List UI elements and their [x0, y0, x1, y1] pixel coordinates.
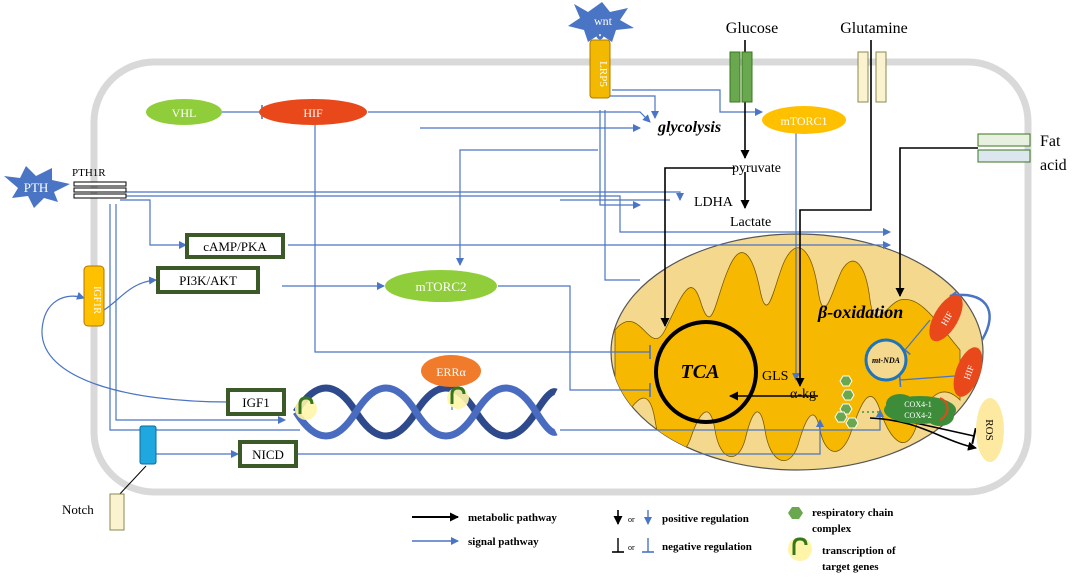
- legend-positive-label: positive regulation: [662, 513, 749, 525]
- mtorc1-label: mTORC1: [780, 114, 827, 128]
- legend-respiratory-label-2: complex: [812, 523, 852, 535]
- pyruvate-label: pyruvate: [732, 161, 781, 176]
- hif-label: HIF: [303, 106, 323, 120]
- respiratory-chain-complexes: [834, 375, 859, 429]
- fat-acid-label-line2: acid: [1040, 157, 1067, 174]
- pth1r-receptor: [73, 181, 127, 199]
- transcription-mark-igf1: [295, 398, 317, 420]
- igf1-box: [226, 388, 286, 416]
- metabolic-pathways: [660, 40, 978, 451]
- pth-ligand: PTH: [4, 166, 70, 208]
- legend: metabolic pathway signal pathway or posi…: [412, 507, 896, 573]
- erra-label: ERRα: [436, 365, 466, 379]
- notch-receptor-extracellular: [109, 493, 125, 531]
- legend-respiratory-label-1: respiratory chain: [812, 507, 893, 519]
- lactate-label: Lactate: [730, 215, 771, 230]
- hif-mito-node-2: [953, 347, 983, 397]
- gls-label: GLS: [762, 369, 788, 384]
- glutamine-label: Glutamine: [840, 20, 908, 37]
- pth-label: PTH: [24, 180, 49, 195]
- pi3k-akt-box: [156, 266, 260, 294]
- wnt-ligand: wnt: [568, 2, 634, 42]
- cox4-1-label: COX4-1: [904, 400, 932, 409]
- legend-respiratory-icon: [788, 507, 803, 519]
- erra-node: [421, 355, 481, 387]
- glucose-transporter-right: [741, 51, 753, 103]
- glutamine-transporter-right: [875, 51, 887, 103]
- hif-mito-label-2: HIF: [962, 364, 976, 381]
- legend-signal-label: signal pathway: [468, 536, 539, 548]
- nicd-box: [238, 440, 298, 468]
- lrp5-label: LRP5: [597, 61, 609, 87]
- mtorc2-node: [385, 270, 497, 302]
- glucose-label: Glucose: [726, 20, 778, 37]
- mt-dna-ring: [864, 338, 908, 382]
- notch-receptor-intracellular: [139, 425, 157, 465]
- pi3k-akt-label: PI3K/AKT: [179, 273, 237, 288]
- ldha-label: LDHA: [694, 195, 734, 210]
- signal-pathways: [41, 89, 991, 458]
- legend-transcription-label-1: transcription of: [822, 545, 896, 557]
- fat-acid-transporter-top: [977, 133, 1031, 147]
- akg-label: α-kg: [790, 387, 816, 402]
- ros-node: [976, 398, 1004, 462]
- cox4-2-label: COX4-2: [904, 411, 932, 420]
- mt-nda-label: mt-NDA: [872, 356, 901, 365]
- vhl-node: [146, 99, 222, 125]
- legend-or-1: or: [628, 515, 635, 524]
- igf1r-label: IGF1R: [91, 286, 102, 314]
- legend-or-2: or: [628, 543, 635, 552]
- legend-transcription-icon: [788, 537, 812, 561]
- igf1r-receptor: [83, 265, 105, 327]
- ros-label: ROS: [983, 419, 995, 440]
- transcription-mark-erra: [447, 387, 469, 409]
- glycolysis-label: glycolysis: [657, 119, 721, 136]
- glutamine-transporter-left: [857, 51, 869, 103]
- notch-label: Notch: [62, 502, 94, 517]
- glucose-transporter-left: [729, 51, 741, 103]
- tca-label: TCA: [681, 361, 720, 383]
- lrp5-receptor: [589, 39, 611, 99]
- tca-cycle: [654, 320, 758, 424]
- dna-double-helix: [293, 384, 558, 440]
- fat-acid-label-line1: Fat: [1040, 133, 1061, 150]
- legend-metabolic-label: metabolic pathway: [468, 512, 557, 524]
- camp-pka-box: [185, 233, 285, 259]
- camp-pka-label: cAMP/PKA: [203, 239, 267, 254]
- hif-mito-node-1: [929, 294, 963, 342]
- cox4-complex: COX4-1 COX4-2: [884, 394, 956, 426]
- wnt-label: wnt: [594, 14, 613, 28]
- legend-transcription-label-2: target genes: [822, 561, 879, 573]
- mtorc1-node: [762, 106, 846, 134]
- legend-negative-label: negative regulation: [662, 541, 752, 553]
- vhl-label: VHL: [172, 106, 197, 120]
- beta-oxidation-label: β-oxidation: [817, 302, 903, 322]
- pth1r-label: PTH1R: [72, 167, 106, 179]
- mitochondrion: [610, 233, 984, 471]
- igf1-label: IGF1: [242, 395, 269, 410]
- hif-node: [259, 99, 367, 125]
- nicd-label: NICD: [252, 447, 284, 462]
- fat-acid-transporter-bottom: [977, 149, 1031, 163]
- mtorc2-label: mTORC2: [415, 279, 466, 294]
